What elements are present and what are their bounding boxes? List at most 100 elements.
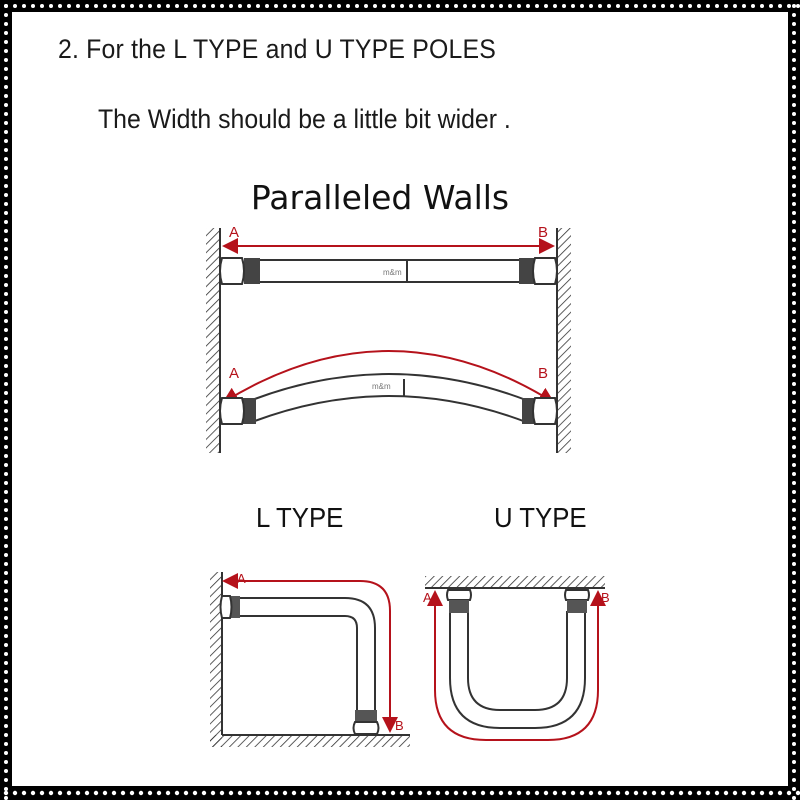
border-dot xyxy=(4,310,8,314)
border-dot xyxy=(4,418,8,422)
border-dot xyxy=(40,4,44,8)
border-dot xyxy=(417,790,423,796)
border-dot xyxy=(792,85,796,89)
border-dot xyxy=(732,790,738,796)
border-dot xyxy=(319,4,323,8)
border-dot xyxy=(792,742,796,746)
border-dot xyxy=(652,4,656,8)
border-dot xyxy=(792,481,796,485)
border-dot xyxy=(4,742,8,746)
border-dot xyxy=(792,94,796,98)
border-dot xyxy=(792,310,796,314)
border-dot xyxy=(462,790,468,796)
border-dot xyxy=(792,571,796,575)
straight-pole: m&m xyxy=(219,257,558,285)
border-dot xyxy=(21,790,27,796)
border-dot xyxy=(165,790,171,796)
border-dot xyxy=(742,4,746,8)
border-dot xyxy=(561,790,567,796)
border-dot xyxy=(211,4,215,8)
border-dot xyxy=(4,148,8,152)
border-dot xyxy=(4,49,8,53)
border-dot xyxy=(589,4,593,8)
border-dot xyxy=(111,790,117,796)
border-dot xyxy=(373,4,377,8)
border-dot xyxy=(4,607,8,611)
border-dot xyxy=(792,400,796,404)
border-dot xyxy=(301,4,305,8)
border-dot xyxy=(256,4,260,8)
left-wall xyxy=(206,228,221,453)
border-dot xyxy=(792,76,796,80)
border-dot xyxy=(792,157,796,161)
border-dot xyxy=(516,790,522,796)
border-dot xyxy=(796,4,800,8)
border-dot xyxy=(792,283,796,287)
border-dot xyxy=(4,112,8,116)
border-dot xyxy=(4,733,8,737)
border-dot xyxy=(4,373,8,377)
border-dot xyxy=(792,490,796,494)
border-dot xyxy=(157,4,161,8)
border-dot xyxy=(792,364,796,368)
u-type-label: U TYPE xyxy=(494,502,587,533)
border-dot xyxy=(634,4,638,8)
border-dot xyxy=(174,790,180,796)
border-dot xyxy=(444,790,450,796)
border-dot xyxy=(792,679,796,683)
border-dot xyxy=(354,790,360,796)
border-dot xyxy=(669,790,675,796)
border-dot xyxy=(792,31,796,35)
border-dot xyxy=(562,4,566,8)
border-dot xyxy=(489,790,495,796)
border-dot xyxy=(4,688,8,692)
border-dot xyxy=(792,607,796,611)
border-dot xyxy=(4,31,8,35)
border-dot xyxy=(679,4,683,8)
border-dot xyxy=(615,790,621,796)
border-dot xyxy=(336,790,342,796)
diagram-title: Paralleled Walls xyxy=(250,178,510,217)
border-dot xyxy=(31,4,35,8)
border-dot xyxy=(112,4,116,8)
border-dot xyxy=(741,790,747,796)
border-dot xyxy=(4,58,8,62)
border-dot xyxy=(4,328,8,332)
border-dot xyxy=(543,790,549,796)
border-dot xyxy=(778,4,782,8)
border-dot xyxy=(792,643,796,647)
border-dot xyxy=(427,4,431,8)
border-dot xyxy=(4,463,8,467)
border-dot xyxy=(4,4,8,8)
u-type-point-a: A xyxy=(423,590,432,605)
border-dot xyxy=(166,4,170,8)
border-dot xyxy=(4,625,8,629)
border-dot xyxy=(4,220,8,224)
border-dot xyxy=(4,670,8,674)
border-dot xyxy=(210,790,216,796)
border-dot xyxy=(282,790,288,796)
border-dot xyxy=(4,445,8,449)
border-dot xyxy=(309,790,315,796)
border-dot xyxy=(579,790,585,796)
border-dot xyxy=(792,616,796,620)
border-dot xyxy=(792,292,796,296)
border-dot xyxy=(138,790,144,796)
border-dot xyxy=(490,4,494,8)
border-dot xyxy=(390,790,396,796)
border-dot xyxy=(291,790,297,796)
border-dot xyxy=(792,409,796,413)
curved-pole-brand: m&m xyxy=(372,382,391,391)
border-dot xyxy=(792,4,796,8)
straight-point-a: A xyxy=(229,224,239,241)
border-dot xyxy=(792,652,796,656)
border-dot xyxy=(156,790,162,796)
border-dot xyxy=(769,4,773,8)
border-dot xyxy=(792,436,796,440)
border-dot xyxy=(792,346,796,350)
border-dot xyxy=(534,790,540,796)
border-dot xyxy=(93,790,99,796)
border-dot xyxy=(498,790,504,796)
border-dot xyxy=(4,508,8,512)
